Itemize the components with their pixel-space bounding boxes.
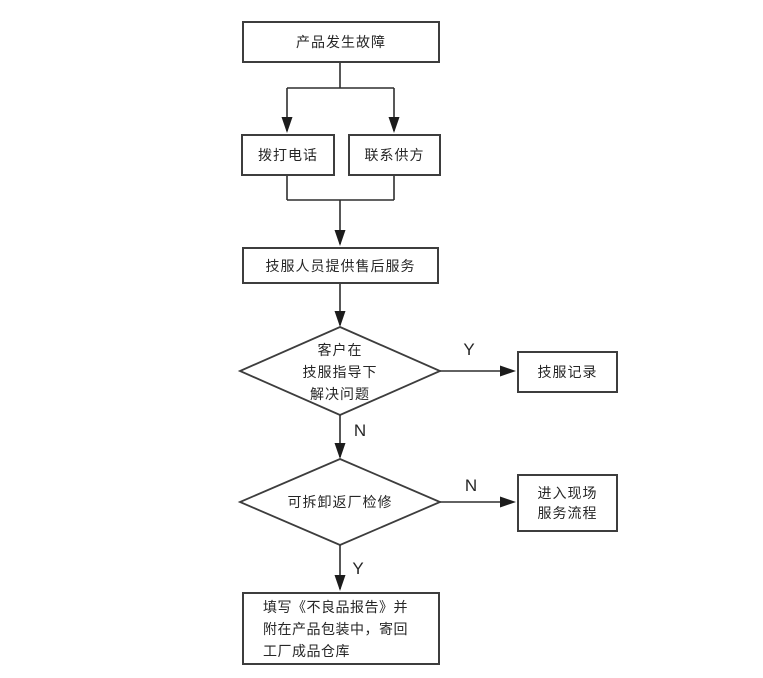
branch-label-guided-no: N <box>353 421 367 440</box>
branch-label-returnable-yes: Y <box>352 559 364 578</box>
node-service-record-label: 技服记录 <box>537 364 598 380</box>
node-report-line2: 附在产品包装中，寄回 <box>263 620 408 637</box>
node-report-line3: 工厂成品仓库 <box>263 642 350 659</box>
node-dial: 拨打电话 <box>241 134 335 176</box>
arrowhead-service-record <box>500 365 516 377</box>
node-onsite: 进入现场 服务流程 <box>517 474 618 532</box>
arrowhead-report <box>334 575 346 591</box>
branch-label-returnable-no: N <box>464 476 478 495</box>
decision-returnable-diamond <box>237 458 443 546</box>
arrowhead-decision-returnable <box>334 443 346 459</box>
node-report-line1: 填写《不良品报告》并 <box>263 598 408 615</box>
node-start: 产品发生故障 <box>242 21 440 63</box>
node-start-label: 产品发生故障 <box>296 34 386 50</box>
node-after-sales: 技服人员提供售后服务 <box>242 247 439 284</box>
node-report: 填写《不良品报告》并 附在产品包装中，寄回 工厂成品仓库 <box>242 592 440 665</box>
arrowhead-dial <box>281 117 293 133</box>
arrowhead-after-sales <box>334 230 346 246</box>
arrowhead-onsite <box>500 496 516 508</box>
arrowhead-contact <box>388 117 400 133</box>
node-onsite-line1: 进入现场 <box>537 485 598 501</box>
node-after-sales-label: 技服人员提供售后服务 <box>265 257 416 274</box>
node-onsite-line2: 服务流程 <box>537 505 598 521</box>
node-contact-supplier: 联系供方 <box>348 134 441 176</box>
node-dial-label: 拨打电话 <box>258 147 318 163</box>
node-contact-supplier-label: 联系供方 <box>364 147 425 163</box>
node-service-record: 技服记录 <box>517 351 618 393</box>
branch-label-guided-yes: Y <box>463 340 475 359</box>
decision-guided-diamond <box>237 326 443 416</box>
arrowhead-decision-guided <box>334 311 346 327</box>
